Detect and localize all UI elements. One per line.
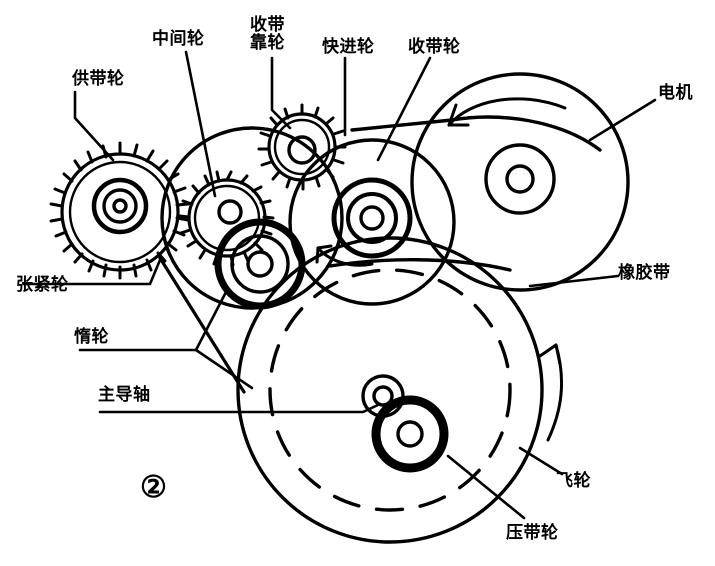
leader-tension-wheel <box>22 258 162 286</box>
capstan-ring-outer <box>361 374 405 418</box>
fast-forward-hub-ring2 <box>346 192 398 244</box>
fast-forward-wheel-outline <box>288 138 456 306</box>
flywheel-hub-inner <box>396 420 424 448</box>
leader-takeup-idler <box>270 56 292 130</box>
flywheel-hub-outer <box>371 395 449 473</box>
label-flywheel: 飞轮 <box>556 471 591 491</box>
label-fast-forward-wheel: 快进轮 <box>322 37 375 57</box>
label-capstan-shaft: 主导轴 <box>98 385 151 405</box>
leader-supply-reel <box>73 90 115 162</box>
motor-hub-outer <box>484 143 556 215</box>
leader-capstan-shaft <box>98 402 382 414</box>
label-tension-wheel: 张紧轮 <box>16 275 69 295</box>
leader-idler <box>184 50 217 198</box>
leader-flywheel <box>518 446 564 476</box>
supply-reel-gear <box>49 141 190 280</box>
rubber-belt-upper <box>350 115 602 152</box>
label-rubber-belt: 橡胶带 <box>618 263 671 283</box>
motor-hub-inner <box>505 164 535 194</box>
takeup-idler-gear <box>257 103 347 191</box>
leader-rubber-belt <box>528 274 620 288</box>
takeup-reel-hub-mid <box>230 234 290 294</box>
fast-forward-rotation-arrow <box>316 246 374 267</box>
label-supply-reel: 供带轮 <box>72 69 125 89</box>
flywheel-belt-track <box>268 268 512 512</box>
motor-rotation-arrow <box>447 97 567 127</box>
flywheel-outline <box>236 236 544 544</box>
idle-wheel-stem <box>194 348 254 390</box>
fast-forward-hub-ring1 <box>331 177 413 259</box>
fast-forward-hub-ring3 <box>359 205 385 231</box>
fast-forward-rotation-arrowhead <box>315 244 333 264</box>
tension-wheel-stem <box>158 256 246 394</box>
leader-takeup-reel <box>376 56 432 162</box>
label-takeup-idler: 收带 靠轮 <box>250 15 285 53</box>
leader-motor <box>588 98 657 142</box>
motor-pulley-outline <box>410 72 630 292</box>
label-motor: 电机 <box>658 83 693 103</box>
idler-gear <box>178 170 275 267</box>
leader-pinch-roller <box>446 454 526 520</box>
flywheel-rotation-arrowhead <box>538 343 562 366</box>
takeup-reel-hub-outer <box>214 218 306 310</box>
label-pinch-roller: 压带轮 <box>506 523 559 543</box>
takeup-reel-hub-inner <box>246 250 274 278</box>
label-takeup-reel: 收带轮 <box>408 37 461 57</box>
figure-number: ② <box>140 470 167 505</box>
capstan-ring-inner <box>372 385 394 407</box>
label-idle-wheel: 惰轮 <box>74 327 109 347</box>
label-idler-wheel: 中间轮 <box>152 29 205 49</box>
